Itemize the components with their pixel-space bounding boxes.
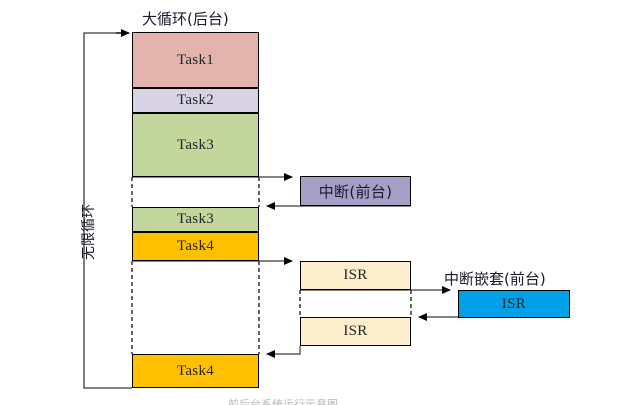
infinite-loop-label: 无限循环 bbox=[81, 204, 97, 260]
task-block-task4-first[interactable]: Task4 bbox=[132, 232, 259, 261]
isr-block-label: ISR bbox=[343, 267, 368, 283]
isr-block-lower[interactable]: ISR bbox=[300, 317, 411, 346]
nested-isr-block[interactable]: ISR bbox=[458, 290, 570, 318]
task-block-label: Task1 bbox=[176, 51, 215, 68]
task-block-label: Task4 bbox=[176, 362, 215, 379]
task-block-task2[interactable]: Task2 bbox=[132, 88, 259, 113]
bottom-caption: 前后台系统运行示意图 bbox=[228, 398, 338, 405]
task-block-label: Task3 bbox=[176, 136, 215, 153]
task-block-label: Task3 bbox=[176, 211, 215, 227]
task-block-task4-second[interactable]: Task4 bbox=[132, 354, 259, 388]
nested-interrupt-title: 中断嵌套(前台) bbox=[444, 270, 546, 288]
task-block-task3-first[interactable]: Task3 bbox=[132, 113, 259, 177]
interrupt-block-label: 中断(前台) bbox=[318, 182, 393, 201]
task-block-label: Task2 bbox=[176, 92, 215, 108]
interrupt-block[interactable]: 中断(前台) bbox=[300, 176, 411, 206]
task-block-task1[interactable]: Task1 bbox=[132, 32, 259, 88]
dashed-guide-isr bbox=[299, 290, 412, 317]
arrow-isr-to-task4 bbox=[266, 346, 301, 358]
task-block-task3-second[interactable]: Task3 bbox=[132, 207, 259, 232]
main-loop-title: 大循环(后台) bbox=[142, 10, 229, 28]
task-block-label: Task4 bbox=[176, 238, 215, 254]
isr-block-label: ISR bbox=[343, 323, 368, 339]
isr-block-upper[interactable]: ISR bbox=[300, 261, 411, 290]
nested-isr-block-label: ISR bbox=[501, 295, 527, 312]
